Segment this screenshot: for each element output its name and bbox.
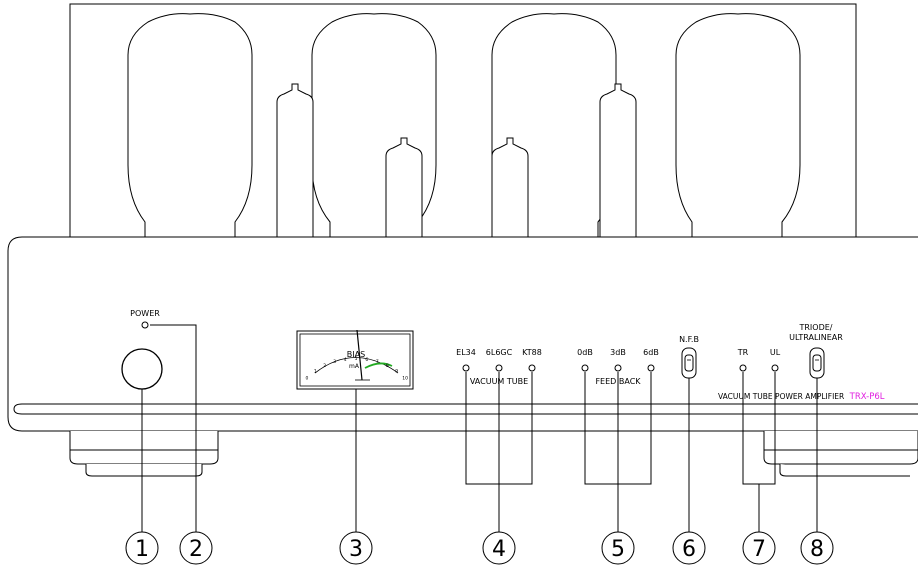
fb-6db-led [647, 364, 655, 372]
fb-3db-led [614, 364, 622, 372]
power-tube-1 [127, 13, 253, 238]
power-button[interactable] [121, 348, 163, 390]
panel-groove [13, 403, 918, 415]
callout-circle-5 [601, 531, 635, 565]
model-prefix: VACUUM TUBE POWER AMPLIFIER [718, 392, 844, 401]
mode-ul-led [771, 364, 779, 372]
callout-circle-3 [339, 531, 373, 565]
meter-unit: mA [349, 363, 360, 370]
callout-number-3: 3 [349, 537, 363, 562]
power-tube-4 [675, 13, 801, 238]
driver-tube-1 [276, 83, 314, 238]
triode-ultralinear-toggle-switch[interactable] [809, 347, 825, 379]
fb-0db-label: 0dB [577, 348, 593, 357]
callout-circle-4 [482, 531, 516, 565]
meter-arc [314, 357, 399, 374]
callout-circle-8 [800, 531, 834, 565]
callout-number-1: 1 [135, 537, 149, 562]
right-foot [763, 431, 918, 477]
fb-3db-label: 3dB [610, 348, 626, 357]
bias-label: BIAS [347, 350, 365, 359]
callout-circle-2 [179, 531, 213, 565]
callout-number-5: 5 [611, 537, 625, 562]
driver-tube-4 [599, 83, 637, 238]
callout-circle-6 [672, 531, 706, 565]
callout-number-8: 8 [810, 537, 824, 562]
tube-kt88-label: KT88 [522, 348, 542, 357]
callout-number-2: 2 [189, 537, 203, 562]
tube-kt88-led [528, 364, 536, 372]
left-foot [69, 431, 219, 477]
meter-scale-tick-7: 7 [376, 359, 379, 365]
meter-scale-tick-9: 9 [395, 369, 398, 375]
callout-number-4: 4 [492, 537, 506, 562]
fb-0db-led [581, 364, 589, 372]
tube-6l6gc-led [495, 364, 503, 372]
tube-el34-label: EL34 [456, 348, 476, 357]
callout-number-7: 7 [752, 537, 766, 562]
meter-scale-tick-2: 2 [323, 363, 326, 369]
tube-el34-led [462, 364, 470, 372]
mode-tr-led [739, 364, 747, 372]
meter-needle [356, 329, 363, 381]
meter-scale-tick-4: 4 [344, 357, 347, 363]
meter-scale-tick-6: 6 [365, 357, 368, 363]
bias-meter: BIAS mA 012 3 4 5 6 7 89 10 [296, 329, 414, 390]
model-name: TRX-P6L [849, 392, 885, 402]
meter-green-zone [364, 362, 393, 369]
callout-circle-1 [125, 531, 159, 565]
meter-scale-tick-8: 8 [386, 363, 389, 369]
triode-label-line1: TRIODE/ [798, 323, 832, 332]
tube-6l6gc-label: 6L6GC [486, 348, 513, 357]
meter-scale-tick-0: 0 [305, 375, 308, 381]
callout-circle-7 [742, 531, 776, 565]
meter-scale: 012 3 4 5 6 7 89 10 [305, 356, 408, 381]
model-description: VACUUM TUBE POWER AMPLIFIER TRX-P6L [718, 392, 885, 402]
mode-ul-label: UL [770, 348, 781, 357]
callouts: 1 2 3 4 5 6 7 8 [125, 531, 834, 565]
power-label: POWER [130, 309, 160, 318]
front-panel [7, 236, 918, 432]
leader-lines [141, 324, 818, 532]
meter-scale-tick-3: 3 [333, 359, 336, 365]
meter-scale-tick-5: 5 [355, 356, 358, 362]
fb-6db-label: 6dB [643, 348, 659, 357]
callout-number-6: 6 [682, 537, 696, 562]
meter-scale-tick-1: 1 [314, 369, 317, 375]
driver-tube-3 [491, 137, 529, 238]
power-led [141, 321, 149, 329]
nfb-label: N.F.B [679, 335, 699, 344]
meter-scale-tick-10: 10 [402, 375, 408, 381]
driver-tube-2 [385, 137, 423, 238]
nfb-toggle-switch[interactable] [681, 347, 697, 379]
triode-label-line2: ULTRALINEAR [789, 333, 843, 342]
mode-tr-label: TR [737, 348, 749, 357]
